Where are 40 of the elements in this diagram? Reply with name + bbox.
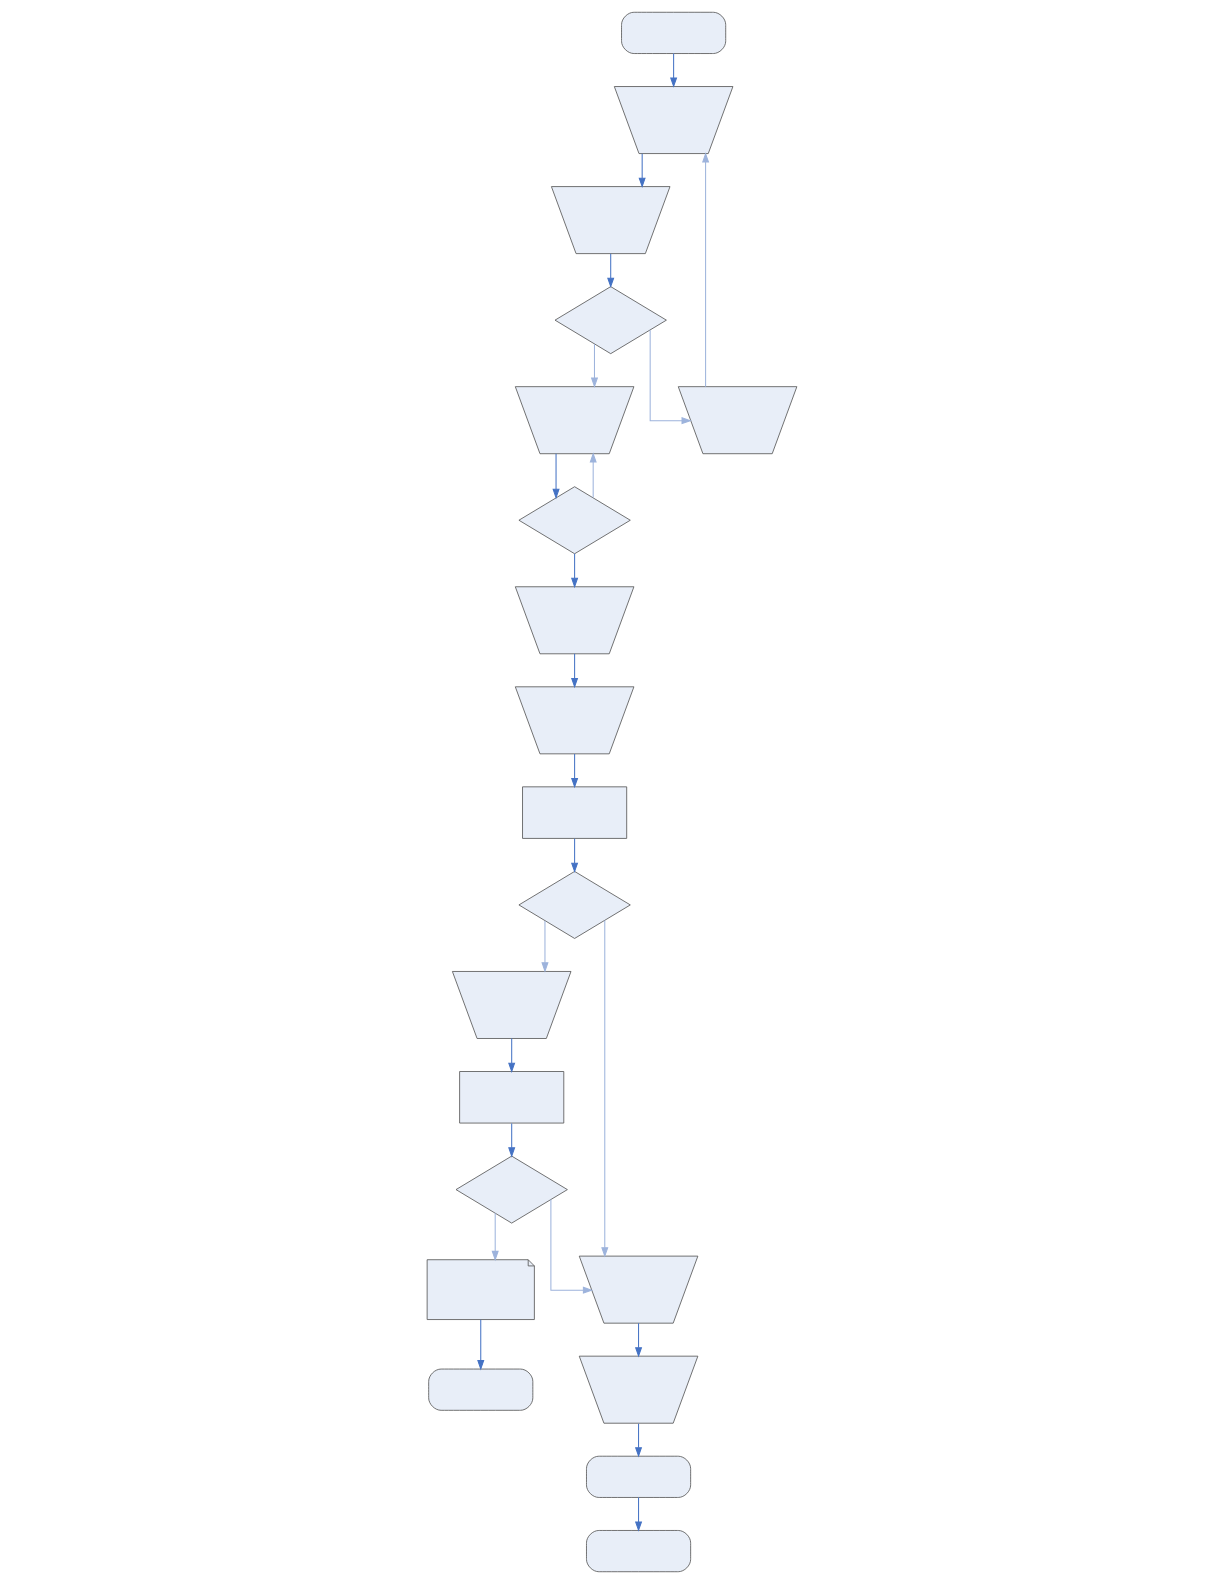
arrow [571,553,579,589]
arrow [590,343,599,388]
arrow [634,1322,643,1358]
node-trapezoid [514,386,635,455]
node-trapezoid [613,86,734,154]
arrow [589,452,597,499]
arrow [670,53,678,88]
node-trapezoid [514,686,635,755]
node-trapezoid [677,386,798,455]
arrow [491,1212,499,1262]
node-trapezoid [551,186,671,255]
arrow [550,1199,594,1294]
node-diamond [455,1155,568,1224]
node-trapezoid [514,586,635,655]
arrow [571,753,579,789]
arrow [601,919,609,1258]
node-box [522,786,628,839]
node-diamond [518,871,631,939]
node-box [459,1071,565,1124]
node-diamond [554,286,667,355]
arrow [571,653,579,689]
node-stadium [586,1455,692,1498]
arrow [541,920,549,973]
node-stadium [428,1368,534,1411]
arrow [649,329,692,425]
arrow [702,152,710,388]
node-trapezoid [451,971,572,1039]
arrow [508,1123,516,1158]
arrow [477,1319,485,1371]
arrow [508,1038,516,1073]
arrow [634,1497,643,1532]
node-trapezoid [578,1355,699,1424]
arrow [607,253,615,289]
node-trapezoid [578,1255,699,1324]
arrow [634,1423,643,1458]
arrow [638,153,646,188]
node-stadium [621,11,727,54]
arrow [552,453,560,500]
arrow [571,838,579,873]
node-stadium [586,1530,692,1573]
